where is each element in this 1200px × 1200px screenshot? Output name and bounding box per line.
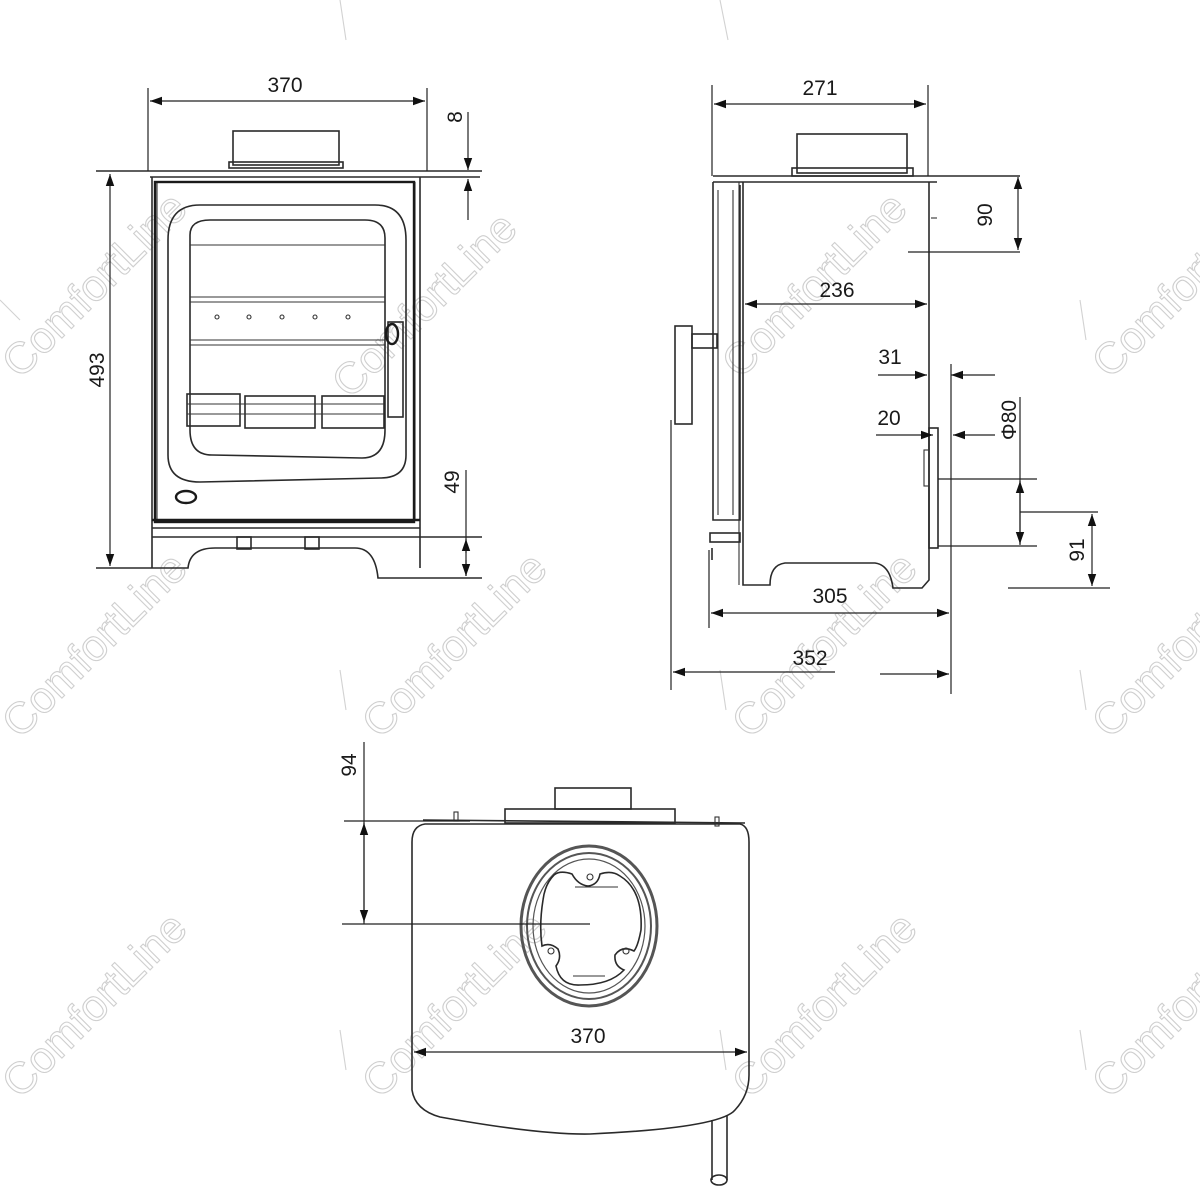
side-width-label: 271 bbox=[802, 77, 837, 100]
front-top-offset-label: 8 bbox=[444, 111, 467, 123]
side-total-depth-label: 352 bbox=[792, 647, 827, 670]
watermark-text: ComfortLine bbox=[722, 903, 926, 1107]
watermark-text: ComfortLine bbox=[352, 903, 556, 1107]
front-width-label: 370 bbox=[267, 74, 302, 97]
watermark-text: ComfortLine bbox=[1082, 543, 1200, 747]
watermark-text: ComfortLine bbox=[322, 203, 526, 407]
top-view: 94 370 bbox=[338, 742, 750, 1186]
side-rear-outlet-height-label: 91 bbox=[1066, 538, 1089, 561]
front-bottom-offset-label: 49 bbox=[441, 470, 464, 493]
front-height-label: 493 bbox=[86, 352, 109, 387]
watermark-layer: ComfortLine ComfortLine ComfortLine Comf… bbox=[0, 0, 1200, 1108]
side-base-depth-label: 305 bbox=[812, 585, 847, 608]
side-top-offset-label: 90 bbox=[974, 203, 997, 226]
top-width-label: 370 bbox=[570, 1025, 605, 1048]
top-flue-offset-label: 94 bbox=[338, 753, 361, 777]
side-rear-clearance-label: 31 bbox=[878, 346, 901, 369]
watermark-text: ComfortLine bbox=[1082, 183, 1200, 387]
side-spigot-offset-label: 20 bbox=[877, 407, 900, 430]
watermark-text: ComfortLine bbox=[0, 543, 197, 747]
front-view: 370 8 493 49 bbox=[86, 74, 482, 579]
side-inner-depth-label: 236 bbox=[819, 279, 854, 302]
side-view: 271 90 236 31 20 Φ80 91 305 bbox=[670, 77, 1110, 694]
side-flue-diameter-label: Φ80 bbox=[998, 400, 1021, 440]
watermark-text: ComfortLine bbox=[722, 543, 926, 747]
watermark-text: ComfortLine bbox=[352, 543, 556, 747]
watermark-text: ComfortLine bbox=[0, 903, 197, 1107]
watermark-text: ComfortLine bbox=[1082, 903, 1200, 1107]
